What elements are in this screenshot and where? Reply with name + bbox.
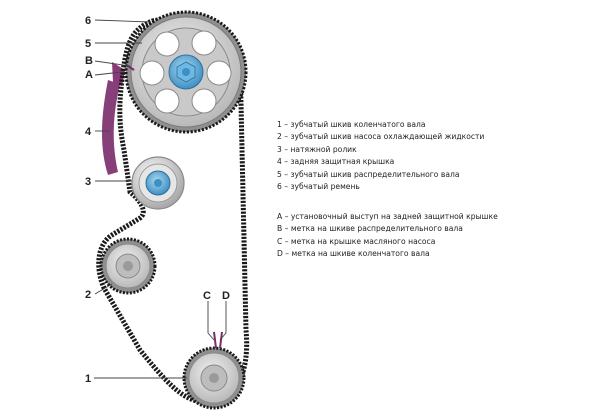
tension-roller [131,156,185,210]
crankshaft-pulley [182,346,246,410]
callout-5: 5 [85,38,91,50]
legend-mark-d: D – метка на шкиве коленчатого вала [277,249,430,259]
callout-4: 4 [85,126,92,138]
legend-parts: 1 – зубчатый шкив коленчатого вала 2 – з… [277,119,484,193]
legend-part-2: 2 – зубчатый шкив насоса охлаждающей жид… [277,132,485,142]
mark-c [213,331,217,349]
callout-a: A [85,69,93,81]
legend-part-1: 1 – зубчатый шкив коленчатого вала [277,120,426,129]
legend-marks: A – установочный выступ на задней защитн… [277,211,498,261]
mark-b [127,65,135,71]
callout-c: C [203,290,211,302]
legend-mark-c: C – метка на крышке масляного насоса [277,236,436,246]
timing-belt [96,16,250,405]
callout-2: 2 [85,289,91,301]
callout-3: 3 [85,176,91,188]
callout-6: 6 [85,15,91,27]
rear-cover [102,80,120,175]
callout-b: B [85,55,93,67]
legend-part-5: 5 – зубчатый шкив распределительного вал… [277,169,460,179]
legend-part-6: 6 – зубчатый ремень [277,182,360,192]
callout-d: D [222,290,230,302]
mark-d [219,331,223,349]
legend-mark-a: A – установочный выступ на задней защитн… [277,212,498,221]
legend-mark-b: B – метка на шкиве распределительного ва… [277,224,463,234]
camshaft-pulley [124,10,248,134]
leader-lines [94,19,227,379]
legend-part-4: 4 – задняя защитная крышка [277,157,395,167]
callout-1: 1 [85,373,91,385]
coolant-pump-pulley [99,237,157,295]
legend-part-3: 3 – натяжной ролик [277,144,357,154]
